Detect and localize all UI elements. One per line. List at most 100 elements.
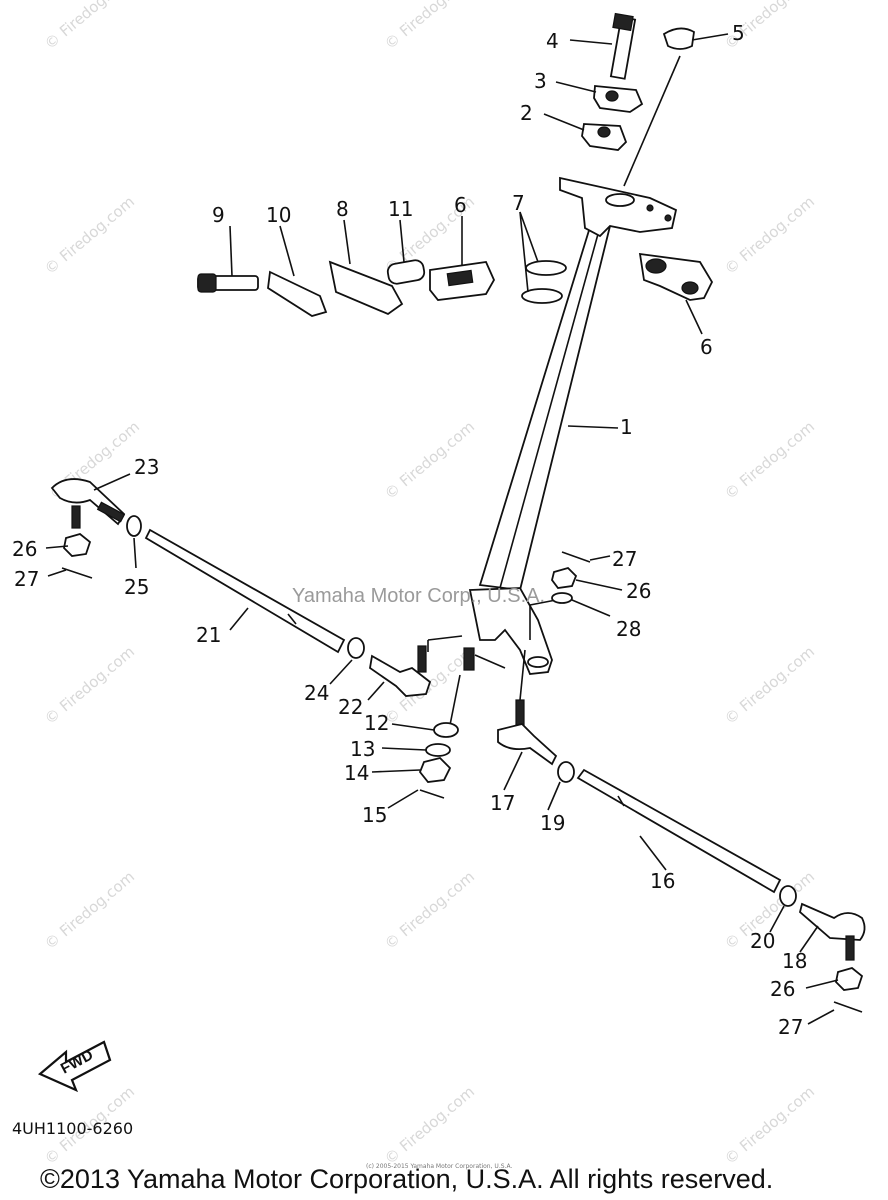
watermark: © Firedog.com [381, 418, 478, 503]
leader-5 [691, 33, 729, 41]
leader-4 [569, 39, 613, 45]
part-4-bolt-head [612, 12, 634, 32]
watermark: © Firedog.com [721, 1083, 818, 1168]
label-4: 4 [546, 29, 559, 53]
plate-hole [664, 214, 672, 222]
leader-9 [229, 225, 233, 277]
part-10-lock-plate [267, 270, 328, 317]
watermark: © Firedog.com [381, 868, 478, 953]
part-22-stud [417, 645, 427, 673]
part-11-collar [386, 259, 426, 285]
guide-line [427, 635, 463, 641]
upper-clamp-parts [581, 12, 695, 187]
label-2: 2 [520, 101, 533, 125]
label-9: 9 [212, 203, 225, 227]
label-20: 20 [750, 929, 775, 953]
label-13: 13 [350, 737, 375, 761]
label-5: 5 [732, 21, 745, 45]
leader-20 [769, 905, 785, 933]
pitman-eye [527, 656, 549, 668]
label-1: 1 [620, 415, 633, 439]
part-9-bolt-head [197, 273, 217, 293]
part-17-tie-rod-end [497, 723, 558, 766]
label-26b: 26 [626, 579, 651, 603]
part-24-nut [347, 637, 365, 659]
part-18-stud [845, 935, 855, 961]
part-26-nut-right [835, 967, 864, 991]
part-7-bushing-upper [525, 260, 567, 276]
label-8: 8 [336, 197, 349, 221]
part-5-cap [662, 27, 695, 50]
watermark: © Firedog.com [41, 643, 138, 728]
label-27a: 27 [14, 567, 39, 591]
label-15: 15 [362, 803, 387, 827]
column-bore [605, 193, 635, 207]
part-8-bracket [328, 260, 404, 316]
leader-23 [93, 473, 131, 491]
label-25: 25 [124, 575, 149, 599]
watermark: © Firedog.com [721, 418, 818, 503]
part-13-washer [425, 743, 451, 757]
label-11: 11 [388, 197, 413, 221]
label-27b: 27 [612, 547, 637, 571]
part-27-pin-right [833, 1001, 863, 1013]
label-17: 17 [490, 791, 515, 815]
part-20-nut [779, 885, 797, 907]
label-24: 24 [304, 681, 329, 705]
watermark: © Firedog.com [41, 868, 138, 953]
label-16: 16 [650, 869, 675, 893]
leader-26b [575, 579, 623, 591]
part-15-cotter-pin [419, 789, 445, 799]
center-watermark: Yamaha Motor Corp., U.S.A. [292, 585, 545, 607]
leader-27a [47, 569, 67, 577]
copyright-notice: ©2013 Yamaha Motor Corporation, U.S.A. A… [40, 1164, 773, 1194]
right-tie-rod-assembly [497, 699, 866, 1013]
part-2-hole [597, 126, 611, 138]
leader-6b [685, 299, 703, 335]
leader-12 [391, 723, 435, 731]
label-22: 22 [338, 695, 363, 719]
leader-7b [519, 211, 529, 293]
part-27-pin-upper [561, 551, 591, 563]
leader-17 [503, 751, 523, 791]
label-14: 14 [344, 761, 369, 785]
label-7: 7 [512, 191, 525, 215]
steering-column [427, 176, 678, 726]
leader-22 [367, 681, 385, 701]
label-6b: 6 [700, 335, 713, 359]
part-18-tie-rod-end [798, 902, 866, 941]
leader-11 [399, 219, 405, 263]
part-19-nut [557, 761, 575, 783]
center-line [623, 55, 681, 187]
part-14-nut [418, 757, 452, 783]
label-26a: 26 [12, 537, 37, 561]
small-copyright: (c) 2005-2015 Yamaha Motor Corporation, … [366, 1163, 512, 1170]
rod-flat [617, 795, 625, 807]
leader-26c [805, 979, 839, 989]
fwd-arrow-icon: FWD [37, 1040, 112, 1093]
part-26-nut-left [63, 533, 92, 557]
leader-10 [279, 225, 295, 277]
guide-line [529, 599, 557, 606]
label-26c: 26 [770, 977, 795, 1001]
mid-bracket-parts [197, 252, 714, 317]
leader-24 [329, 659, 353, 685]
leader-7a [519, 211, 539, 263]
part-28-washer [551, 592, 573, 604]
watermark: © Firedog.com [721, 643, 818, 728]
column-stud [463, 647, 475, 671]
part-26-nut-upper [551, 566, 578, 589]
column-hardware-right [551, 551, 591, 604]
leader-26a [45, 545, 69, 549]
guide-line [449, 674, 461, 726]
part-23-stud [71, 505, 81, 529]
leader-13 [381, 747, 427, 751]
diagram-code: 4UH1100-6260 [12, 1119, 133, 1138]
label-18: 18 [782, 949, 807, 973]
part-23-thread [96, 501, 126, 523]
label-3: 3 [534, 69, 547, 93]
leader-27c [807, 1009, 835, 1025]
left-tie-rod-assembly [50, 478, 432, 697]
arrow-shape [37, 1040, 112, 1093]
label-12: 12 [364, 711, 389, 735]
